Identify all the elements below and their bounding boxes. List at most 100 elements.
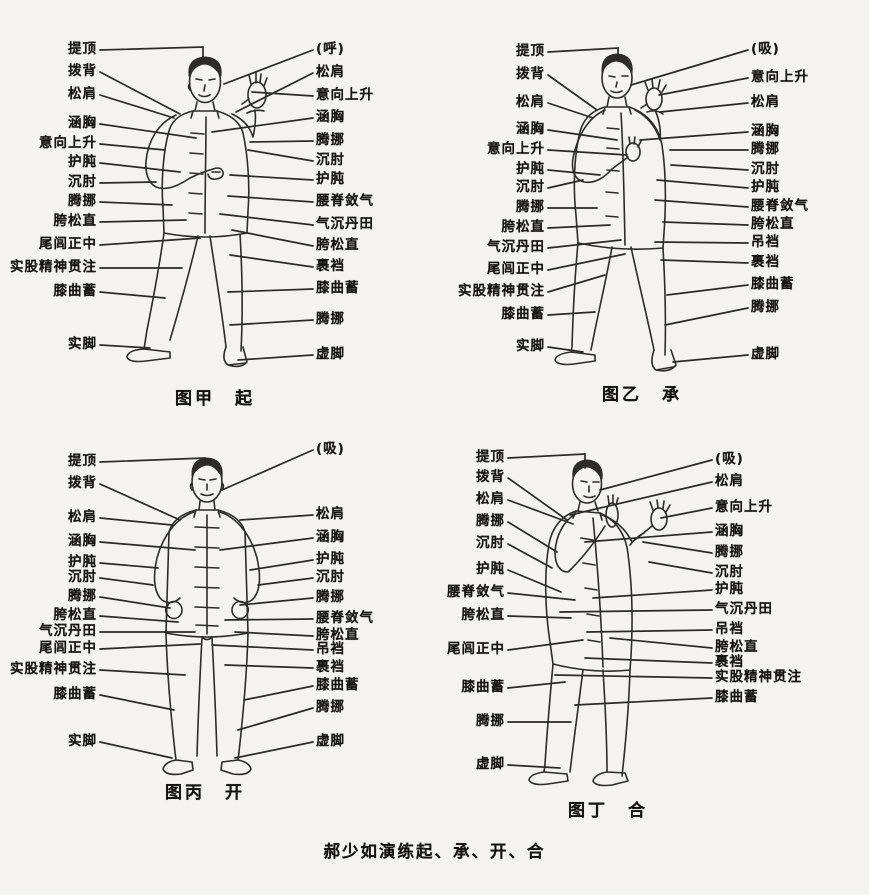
leader-line xyxy=(586,629,713,633)
right-figure-label: 胯松直 xyxy=(751,216,795,232)
left-figure-label: 松肩 xyxy=(516,94,545,110)
right-figure-label: 腾挪 xyxy=(751,299,780,315)
right-figure-label: 裹裆 xyxy=(715,654,744,670)
left-figure-label: 气沉丹田 xyxy=(39,623,97,639)
leader-line xyxy=(507,592,576,601)
right-figure-label: (吸) xyxy=(715,451,744,467)
leader-line xyxy=(237,354,314,361)
left-figure-label: 意向上升 xyxy=(39,135,97,151)
leader-line xyxy=(547,47,619,62)
left-figure-label: 尾闾正中 xyxy=(39,236,97,252)
right-figure-label: (吸) xyxy=(751,41,780,57)
left-figure-label: 意向上升 xyxy=(487,141,545,157)
leader-line xyxy=(99,517,173,526)
leader-line xyxy=(251,91,314,97)
left-figure-label: 腾挪 xyxy=(476,713,505,729)
left-figure-label: 气沉丹田 xyxy=(487,239,545,255)
left-figure-label: 胯松直 xyxy=(461,607,505,623)
leader-line xyxy=(99,577,154,586)
right-figure-label: 腰脊敛气 xyxy=(316,610,374,626)
leader-line xyxy=(547,179,584,189)
leader-lines xyxy=(99,449,314,759)
leader-line xyxy=(211,117,314,133)
leader-line xyxy=(584,657,713,664)
leader-line xyxy=(656,179,749,189)
left-figure-label: 尾闾正中 xyxy=(487,261,545,277)
right-figure-label: 胯松直 xyxy=(316,627,360,643)
right-figure-label: 腾挪 xyxy=(316,311,345,327)
left-figure-label: 膝曲蓄 xyxy=(53,686,97,702)
leader-line xyxy=(229,174,314,181)
left-figure-label: 实脚 xyxy=(68,733,97,749)
leader-line xyxy=(547,129,618,141)
leader-line xyxy=(224,618,314,621)
leader-line xyxy=(666,284,749,296)
right-figure-label: 松肩 xyxy=(715,473,744,489)
left-figure-label: 拨背 xyxy=(516,66,545,82)
leader-line xyxy=(547,102,594,119)
leader-line xyxy=(659,102,749,113)
leader-line xyxy=(547,239,622,249)
leader-line xyxy=(584,531,713,543)
right-figure-label: 意向上升 xyxy=(316,87,374,103)
leader-line xyxy=(99,219,187,223)
right-figure-label: 实股精神贯注 xyxy=(715,669,802,685)
left-figure-label: 胯松直 xyxy=(53,607,97,623)
leader-line xyxy=(99,344,151,349)
leader-lines xyxy=(507,453,713,769)
leader-line xyxy=(639,131,749,141)
left-figure-label: 护肫 xyxy=(68,154,97,170)
right-figure-label: 虚脚 xyxy=(316,733,345,749)
leader-line xyxy=(229,254,314,268)
right-figure-label: 胯松直 xyxy=(715,639,759,655)
right-figure-label: 腾挪 xyxy=(316,132,345,148)
panel-figure-jia: 图甲 起 提顶拨背松肩涵胸意向上升护肫沉肘腾挪胯松直尾闾正中实股精神贯注膝曲蓄实… xyxy=(0,0,435,420)
leader-line xyxy=(249,559,314,571)
figure-drawing-rise xyxy=(126,56,268,368)
leader-line xyxy=(219,537,314,551)
left-figure-label: 提顶 xyxy=(68,41,97,57)
left-figure-label: 护肫 xyxy=(68,554,97,570)
leader-line xyxy=(672,354,749,363)
leader-line xyxy=(507,569,562,593)
panel-figure-bing: 图丙 开 提顶拨背松肩涵胸护肫沉肘腾挪胯松直气沉丹田尾闾正中实股精神贯注膝曲蓄实… xyxy=(0,420,435,820)
left-figure-label: 拨背 xyxy=(68,63,97,79)
leader-line xyxy=(507,615,572,619)
left-figure-label: 涵胸 xyxy=(516,121,545,137)
right-figure-label: 松肩 xyxy=(751,94,780,110)
leader-line xyxy=(507,453,586,469)
leader-line xyxy=(507,499,574,525)
right-figure-label: 膝曲蓄 xyxy=(715,689,759,705)
leader-line xyxy=(507,477,568,521)
right-figure-label: 膝曲蓄 xyxy=(316,280,360,296)
left-figure-label: 涵胸 xyxy=(68,115,97,131)
panel-figure-yi: 图乙 承 提顶拨背松肩涵胸意向上升护肫沉肘腾挪胯松直气沉丹田尾闾正中实股精神贯注… xyxy=(435,0,869,420)
left-figure-label: 胯松直 xyxy=(53,213,97,229)
leader-line xyxy=(227,288,314,293)
right-figure-label: 胯松直 xyxy=(316,237,360,253)
right-figure-label: 护肫 xyxy=(751,179,780,195)
leader-line xyxy=(237,707,314,731)
leader-line xyxy=(99,71,181,115)
figure-art-yi xyxy=(547,47,749,372)
leader-line xyxy=(547,149,628,156)
leader-line xyxy=(231,229,314,247)
left-figure-label: 膝曲蓄 xyxy=(461,679,505,695)
leader-line xyxy=(99,143,166,151)
leader-line xyxy=(670,164,749,171)
leader-line xyxy=(554,674,713,679)
leader-line xyxy=(99,94,175,119)
left-figure-label: 腾挪 xyxy=(516,199,545,215)
left-figure-label: 实股精神贯注 xyxy=(10,661,97,677)
right-figure-label: 腾挪 xyxy=(316,699,345,715)
leader-line xyxy=(224,664,314,669)
leader-line xyxy=(99,483,181,521)
left-figure-label: 膝曲蓄 xyxy=(501,306,545,322)
leader-line xyxy=(547,74,598,111)
right-figure-label: 膝曲蓄 xyxy=(316,677,360,693)
left-figure-label: 松肩 xyxy=(68,86,97,102)
right-figure-label: 腰脊敛气 xyxy=(751,198,809,214)
leader-line xyxy=(99,457,206,465)
left-figure-label: 沉肘 xyxy=(516,179,545,195)
leader-line xyxy=(630,49,749,86)
